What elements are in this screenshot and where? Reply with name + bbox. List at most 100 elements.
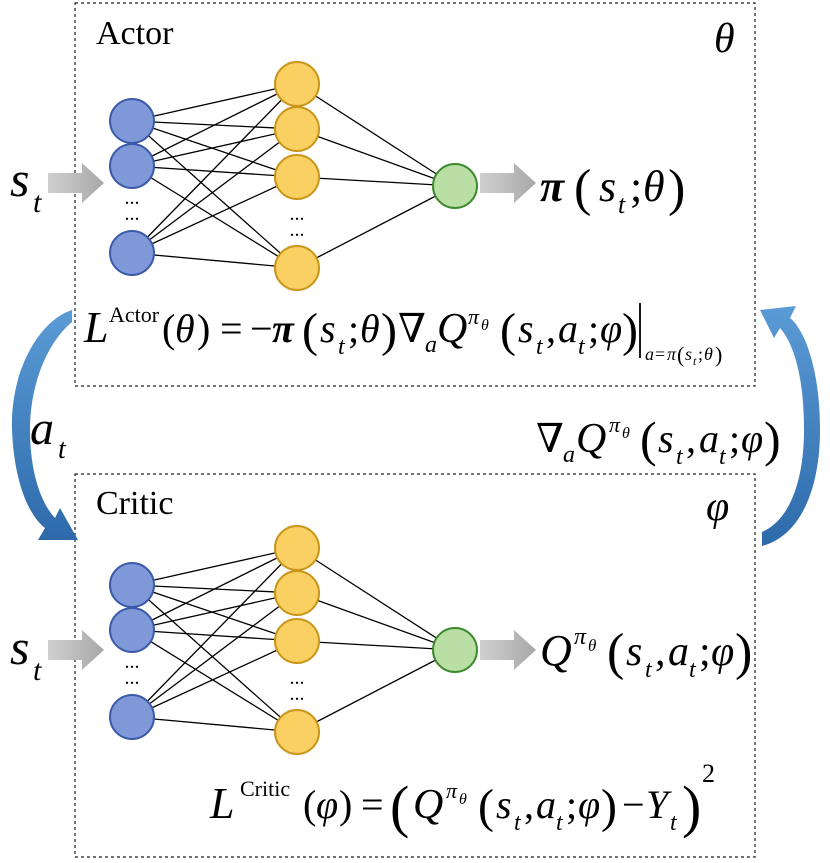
svg-text:;: ; bbox=[348, 306, 359, 351]
critic-edge-input-hidden bbox=[131, 584, 298, 642]
actor-title: Actor bbox=[96, 15, 174, 52]
svg-text:): ) bbox=[381, 304, 397, 357]
critic-edge-input-hidden bbox=[131, 547, 298, 718]
svg-text:(: ( bbox=[677, 342, 684, 367]
critic-title: Critic bbox=[96, 485, 173, 522]
critic-hidden-ellipsis: ... bbox=[290, 667, 305, 689]
svg-text:(: ( bbox=[302, 304, 318, 357]
svg-text:θ: θ bbox=[588, 636, 596, 655]
svg-text:;: ; bbox=[630, 162, 642, 211]
actor-edge-hidden-output bbox=[296, 83, 456, 187]
svg-text:θ: θ bbox=[622, 425, 630, 442]
svg-text:t: t bbox=[645, 657, 653, 683]
svg-text:,: , bbox=[655, 629, 666, 675]
svg-text:Y: Y bbox=[646, 782, 672, 827]
svg-text:π: π bbox=[667, 344, 677, 364]
critic-edge-input-hidden bbox=[131, 592, 298, 718]
svg-text:(: ( bbox=[607, 624, 624, 681]
actor-input-node bbox=[109, 230, 155, 276]
actor-loss-formula: L Actor ( θ ) = − π ( s t ; θ ) ∇ a Q π … bbox=[83, 302, 722, 368]
svg-text:(: ( bbox=[574, 160, 591, 217]
svg-text:θ: θ bbox=[481, 317, 489, 334]
svg-text:): ) bbox=[715, 342, 722, 367]
actor-edge-hidden-output bbox=[296, 128, 456, 187]
svg-text:t: t bbox=[676, 444, 684, 470]
svg-text:t: t bbox=[58, 434, 67, 465]
svg-text:a: a bbox=[563, 442, 575, 468]
svg-text:φ: φ bbox=[741, 416, 763, 461]
critic-input-arrow bbox=[48, 630, 104, 670]
actor-param-symbol: θ bbox=[714, 16, 735, 62]
gradient-signal-label: ∇ a Q π θ ( s t , a t ; φ ) bbox=[536, 411, 781, 470]
svg-text:(: ( bbox=[303, 782, 316, 827]
svg-text:s: s bbox=[626, 629, 642, 675]
critic-state-input-label: s t bbox=[10, 619, 42, 687]
actor-edge-input-hidden bbox=[131, 120, 298, 178]
svg-text:Critic: Critic bbox=[240, 776, 290, 801]
critic-param-symbol: φ bbox=[706, 484, 729, 530]
svg-text:s: s bbox=[685, 344, 692, 364]
critic-edge-hidden-output bbox=[296, 649, 456, 733]
svg-text:θ: θ bbox=[360, 306, 380, 351]
actor-input-ellipsis: ... bbox=[125, 203, 140, 225]
svg-text:π: π bbox=[609, 412, 621, 437]
svg-text:Actor: Actor bbox=[109, 302, 160, 327]
svg-text:;: ; bbox=[566, 782, 577, 827]
svg-text:s: s bbox=[10, 151, 29, 207]
critic-edge-hidden-output bbox=[296, 547, 456, 651]
svg-text:s: s bbox=[658, 416, 674, 461]
svg-text:t: t bbox=[556, 810, 564, 836]
svg-text:s: s bbox=[518, 306, 534, 351]
gradient-curved-arrow bbox=[760, 306, 820, 546]
critic-input-node bbox=[109, 562, 155, 608]
actor-input-node bbox=[109, 98, 155, 144]
actor-network: ............ bbox=[109, 61, 478, 291]
svg-text:t: t bbox=[514, 810, 522, 836]
svg-text:θ: θ bbox=[459, 791, 467, 808]
svg-text:t: t bbox=[693, 354, 697, 368]
svg-text:π: π bbox=[272, 306, 295, 351]
actor-hidden-ellipsis: ... bbox=[290, 203, 305, 225]
critic-hidden-node bbox=[274, 709, 320, 755]
critic-input-node bbox=[109, 694, 155, 740]
critic-edge-input-hidden bbox=[131, 716, 298, 733]
svg-text:−: − bbox=[250, 306, 273, 351]
actor-edge-input-hidden bbox=[131, 165, 298, 269]
svg-text:L: L bbox=[209, 779, 234, 828]
actor-edge-hidden-output bbox=[296, 185, 456, 269]
svg-text:−: − bbox=[622, 782, 645, 827]
svg-text:): ) bbox=[197, 306, 210, 351]
svg-text:a: a bbox=[645, 344, 654, 364]
svg-text:,: , bbox=[686, 416, 696, 461]
svg-text:Q: Q bbox=[437, 306, 467, 352]
actor-edge-input-hidden bbox=[131, 83, 298, 254]
actor-edge-input-hidden bbox=[131, 83, 298, 122]
actor-hidden-node bbox=[274, 61, 320, 107]
svg-text:t: t bbox=[689, 657, 697, 683]
actor-edge-input-hidden bbox=[131, 83, 298, 167]
actor-output-node bbox=[432, 163, 478, 209]
critic-hidden-ellipsis: ... bbox=[290, 683, 305, 705]
critic-input-ellipsis: ... bbox=[125, 667, 140, 689]
svg-text:t: t bbox=[719, 444, 727, 470]
svg-text:a: a bbox=[668, 629, 689, 675]
actor-edge-input-hidden bbox=[131, 176, 298, 254]
svg-text:2: 2 bbox=[702, 759, 715, 788]
critic-hidden-node bbox=[274, 570, 320, 616]
actor-input-ellipsis: ... bbox=[125, 187, 140, 209]
svg-text:): ) bbox=[682, 774, 701, 839]
svg-text:(: ( bbox=[640, 411, 657, 467]
actor-output-label: π ( s t ; θ ) bbox=[540, 160, 685, 219]
svg-text:Q: Q bbox=[540, 626, 572, 675]
actor-edge-input-hidden bbox=[131, 165, 298, 178]
svg-text:=: = bbox=[655, 344, 665, 364]
actor-edge-input-hidden bbox=[131, 128, 298, 167]
svg-text:π: π bbox=[468, 304, 480, 329]
svg-text:(: ( bbox=[162, 306, 175, 351]
svg-text:a: a bbox=[699, 416, 719, 461]
svg-text:θ: θ bbox=[704, 344, 713, 364]
svg-text:π: π bbox=[446, 778, 458, 803]
critic-output-label: Q π θ ( s t , a t ; φ ) bbox=[540, 624, 752, 683]
svg-text:t: t bbox=[670, 810, 678, 836]
